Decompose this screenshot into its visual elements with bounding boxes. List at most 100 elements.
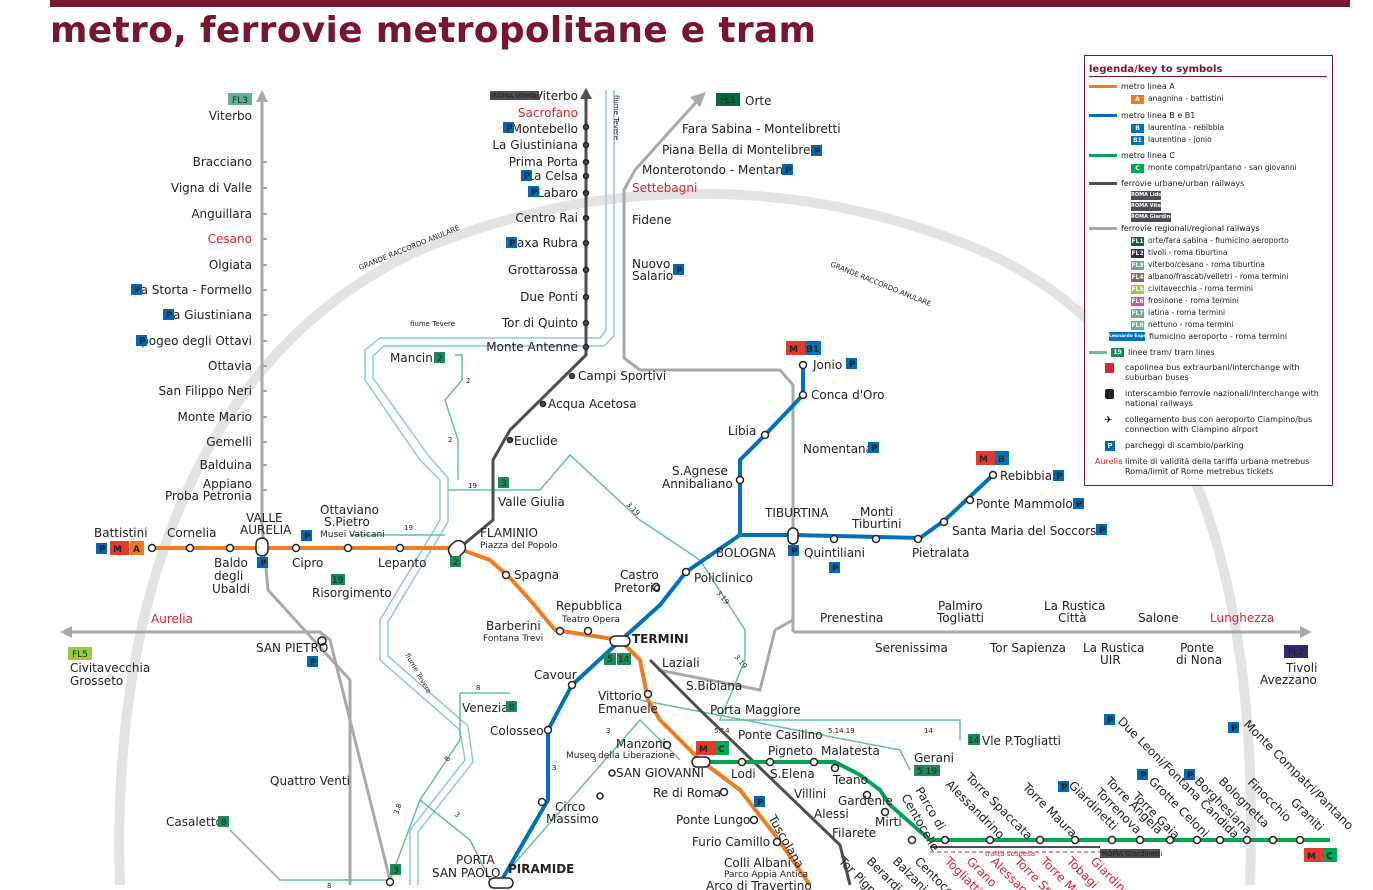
svg-text:5 19: 5 19 [917,767,937,777]
svg-text:Annibaliano: Annibaliano [662,477,733,491]
svg-text:La Celsa: La Celsa [527,169,578,183]
svg-text:Quintiliani: Quintiliani [804,546,865,560]
svg-text:La Rustica: La Rustica [1044,599,1106,613]
svg-text:M: M [979,455,988,465]
svg-text:degli: degli [214,569,243,583]
svg-text:Ponte Casilino: Ponte Casilino [738,728,823,742]
svg-text:8: 8 [443,755,452,763]
legend-urban-1: ROMA Lido [1131,190,1162,200]
svg-text:Nomentana: Nomentana [803,442,873,456]
top-bar [50,0,1350,7]
bus-icon [1105,363,1114,373]
svg-text:Venezia: Venezia [462,701,509,715]
svg-text:Fontana Trevi: Fontana Trevi [483,634,543,644]
svg-text:Lunghezza: Lunghezza [1210,611,1274,625]
svg-text:Filarete: Filarete [832,826,876,840]
svg-text:Circo: Circo [555,800,585,814]
svg-text:Sacrofano: Sacrofano [518,106,578,120]
svg-text:C: C [718,745,725,755]
svg-text:Monte Mario: Monte Mario [177,410,252,424]
svg-text:Lepanto: Lepanto [378,556,426,570]
svg-text:Villini: Villini [794,787,826,801]
legend-metro-a: metro linea A [1089,82,1175,91]
svg-text:Museo della Liberazione: Museo della Liberazione [566,751,675,761]
svg-text:3: 3 [393,866,399,876]
svg-text:M: M [1307,852,1316,862]
svg-text:Tivoli: Tivoli [1285,661,1317,675]
svg-text:M: M [789,345,798,355]
svg-text:Vigna di Valle: Vigna di Valle [171,181,252,195]
legend-air-2: connection with Ciampino airport [1125,425,1259,434]
svg-text:Palmiro: Palmiro [938,599,982,613]
parking-icon: P [1105,441,1115,451]
metro-b-labels: Jonio Conca d'Oro Libia S.Agnese Annibal… [490,358,1104,876]
fl5-arrow [60,626,72,638]
svg-text:19: 19 [404,524,413,532]
svg-text:Porta Maggiore: Porta Maggiore [710,703,801,717]
svg-text:Cipro: Cipro [292,556,323,570]
svg-text:Laziali: Laziali [662,656,700,670]
svg-text:P: P [139,337,146,347]
svg-text:Orte: Orte [745,94,771,108]
svg-text:Tor di Quinto: Tor di Quinto [501,316,578,330]
svg-text:AURELIA: AURELIA [240,523,292,537]
metro-c-line [700,760,1330,842]
svg-text:Salario: Salario [632,269,673,283]
svg-text:3: 3 [453,810,462,819]
svg-text:P: P [509,239,516,249]
svg-text:Cavour: Cavour [534,668,577,682]
svg-text:M: M [699,745,708,755]
svg-text:Grosseto: Grosseto [70,674,123,688]
other-labels: Aurelia SAN PIETRO Civitavecchia Grosset… [70,351,1317,880]
svg-text:Ponte Lungo: Ponte Lungo [676,813,750,827]
svg-text:P: P [1231,724,1238,734]
river-label-1: fiume Tevere [410,320,455,328]
legend-airport: Leonardo Expressfiumicino aeroporto - ro… [1109,332,1288,341]
svg-text:Battistini: Battistini [94,526,148,540]
svg-text:Anguillara: Anguillara [191,207,252,221]
svg-text:P: P [1099,526,1106,536]
tram-badges: 2 2 3 3 8 8 19 14 5 19 5 14 [218,352,980,876]
svg-text:Lodi: Lodi [731,767,756,781]
svg-text:FLAMINIO: FLAMINIO [480,526,538,540]
svg-text:P: P [1140,771,1147,781]
svg-text:P: P [1056,472,1063,482]
svg-text:Piana Bella di Montelibretti: Piana Bella di Montelibretti [662,143,823,157]
svg-text:Teatro Opera: Teatro Opera [561,615,620,625]
svg-text:Mancini: Mancini [390,351,436,365]
svg-text:3.19: 3.19 [625,501,642,518]
svg-text:FL1: FL1 [720,96,736,106]
svg-text:P: P [1076,500,1083,510]
svg-text:Viterbo: Viterbo [535,89,578,103]
svg-text:Jonio: Jonio [812,358,842,372]
svg-text:Ponte: Ponte [1180,641,1214,655]
svg-text:Manzoni: Manzoni [616,737,666,751]
legend-aurelia: Aurelia [1095,457,1123,466]
legend-regional: ferrovie regionali/regional railways [1089,224,1260,233]
svg-text:P: P [676,266,683,276]
svg-text:di Nona: di Nona [1176,653,1222,667]
svg-text:P: P [99,545,106,555]
svg-text:FL3: FL3 [232,96,248,106]
svg-text:P: P [1107,716,1114,726]
svg-text:Valle Giulia: Valle Giulia [498,495,565,509]
svg-text:Campi Sportivi: Campi Sportivi [578,369,666,383]
svg-text:Avezzano: Avezzano [1260,673,1317,687]
svg-text:Mirti: Mirti [875,815,902,829]
svg-text:ROMA Giardinetti: ROMA Giardinetti [1102,850,1162,858]
svg-text:Fara Sabina - Montelibretti: Fara Sabina - Montelibretti [682,122,841,136]
svg-text:P: P [1061,783,1068,793]
svg-text:Ponte Mammolo: Ponte Mammolo [976,497,1073,511]
svg-text:TIBURTINA: TIBURTINA [764,506,829,520]
svg-text:Rebibbia: Rebibbia [1000,469,1052,483]
svg-text:Massimo: Massimo [546,812,599,826]
svg-text:P: P [1187,771,1194,781]
svg-text:Teano: Teano [832,773,868,787]
svg-text:Prenestina: Prenestina [820,611,883,625]
